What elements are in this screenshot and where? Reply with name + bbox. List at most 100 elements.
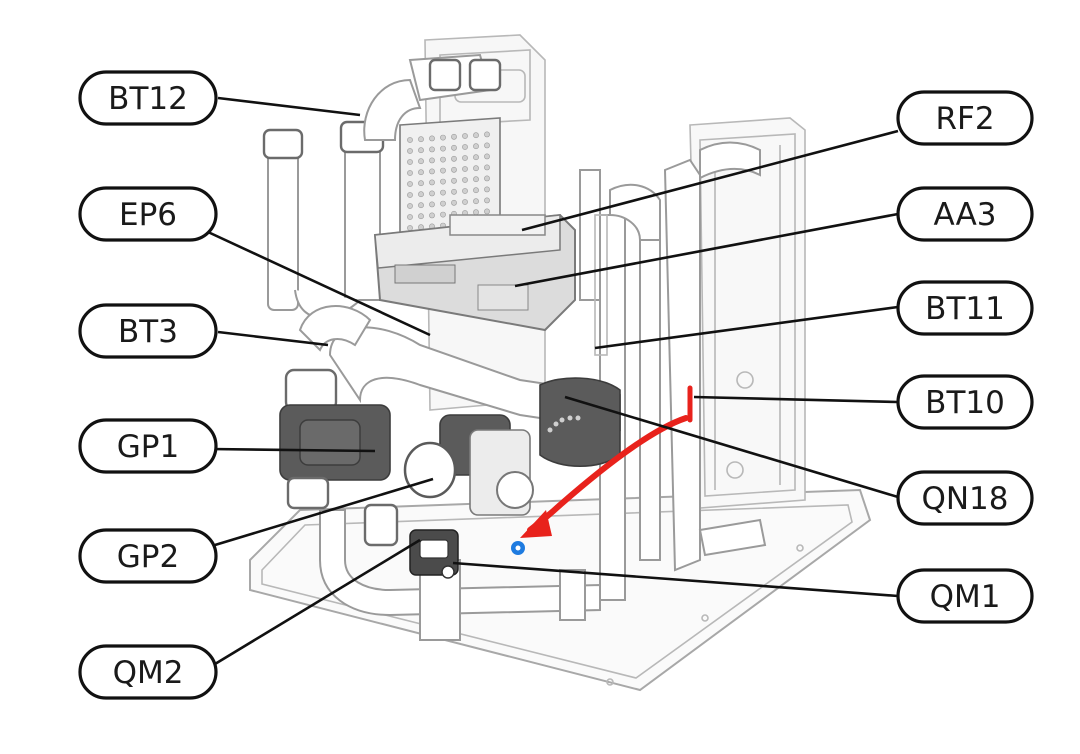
heatsink-fin xyxy=(407,137,413,143)
heatsink-fin xyxy=(440,200,446,207)
heatsink-fin xyxy=(429,135,435,142)
blue-marker-dot xyxy=(511,541,525,555)
heatsink-fin xyxy=(407,170,413,176)
heatsink-fin xyxy=(484,208,490,215)
heatsink-fin xyxy=(440,211,446,218)
heatsink-fin xyxy=(418,202,424,209)
red-annotation-arrow xyxy=(520,385,693,538)
right-heat-exchanger xyxy=(689,117,806,509)
heatsink-fin xyxy=(484,153,490,160)
heatsink-fin xyxy=(484,197,490,204)
heatsink-fin xyxy=(451,188,457,195)
label-qm2: QM2 xyxy=(78,644,218,700)
label-gp2-text: GP2 xyxy=(117,539,179,575)
heatsink-fin xyxy=(484,142,490,149)
heatsink-fin xyxy=(484,175,490,182)
heatsink-fin xyxy=(407,225,413,231)
heatsink-fin xyxy=(418,169,424,176)
heatsink-fin xyxy=(462,155,468,161)
heatsink-fin xyxy=(462,144,468,150)
label-gp2: GP2 xyxy=(78,528,218,584)
heatsink-fin xyxy=(418,147,424,154)
label-qm2-text: QM2 xyxy=(113,655,184,691)
heatsink-fin xyxy=(451,144,457,151)
label-bt10: BT10 xyxy=(896,374,1034,430)
heatsink-fin xyxy=(484,164,490,171)
label-aa3: AA3 xyxy=(896,186,1034,242)
heatsink-fin xyxy=(473,143,479,150)
heatsink-fin xyxy=(451,199,457,206)
lower-pipes xyxy=(319,503,767,641)
heatsink-fin xyxy=(484,186,490,193)
heatsink-fin xyxy=(473,209,479,216)
heatsink-fin xyxy=(484,131,490,138)
heatsink-fin xyxy=(440,156,446,163)
heatsink-fin xyxy=(429,146,435,153)
label-bt11-text: BT11 xyxy=(925,291,1005,327)
heatsink-fin xyxy=(429,157,435,164)
heatsink-fin xyxy=(451,155,457,162)
heatsink-fin xyxy=(418,213,424,220)
heatsink-fin xyxy=(429,201,435,208)
heatsink-fin xyxy=(407,148,413,154)
label-qn18-text: QN18 xyxy=(921,481,1008,517)
heatsink-fin xyxy=(407,192,413,198)
pump-gp2 xyxy=(403,414,534,516)
heatsink-fin xyxy=(407,203,413,209)
heatsink-fin xyxy=(451,133,457,140)
heatsink-fin xyxy=(407,159,413,165)
label-aa3-text: AA3 xyxy=(934,197,997,233)
heatsink-fin xyxy=(462,166,468,172)
heatsink-fin xyxy=(462,177,468,183)
right-pipes xyxy=(579,141,761,601)
label-bt12: BT12 xyxy=(78,70,218,126)
heatsink-fin xyxy=(473,165,479,172)
heatsink-fin xyxy=(451,177,457,184)
heatsink-fin xyxy=(429,168,435,175)
pump-gp1 xyxy=(279,368,391,510)
heatsink-fin xyxy=(473,198,479,205)
heatsink-fin xyxy=(440,145,446,152)
heatsink-fin xyxy=(440,167,446,174)
label-rf2-text: RF2 xyxy=(935,101,994,137)
label-qm1: QM1 xyxy=(896,568,1034,624)
heatsink-fin xyxy=(407,181,413,187)
heatsink-fin xyxy=(418,180,424,187)
heatsink-fin xyxy=(440,189,446,196)
heatsink-fin xyxy=(440,134,446,141)
label-bt12-text: BT12 xyxy=(108,81,188,117)
heatsink-fin xyxy=(473,154,479,161)
label-bt11: BT11 xyxy=(896,280,1034,336)
heatsink-fin xyxy=(451,166,457,173)
label-rf2: RF2 xyxy=(896,90,1034,146)
heat-pump-module-illustration xyxy=(249,34,872,692)
control-module-aa3 xyxy=(373,213,576,332)
left-pipes xyxy=(262,53,502,319)
label-bt10-text: BT10 xyxy=(925,385,1005,421)
heatsink-fin xyxy=(407,214,413,220)
heatsink-fin xyxy=(462,133,468,139)
heatsink-fin xyxy=(462,199,468,205)
heatsink-fin xyxy=(473,176,479,183)
heatsink-fin xyxy=(462,188,468,194)
leader-lines xyxy=(207,96,899,666)
label-ep6-text: EP6 xyxy=(119,197,177,233)
label-gp1-text: GP1 xyxy=(117,429,179,465)
heatsink-fin xyxy=(418,136,424,143)
valve-qm1-qm2 xyxy=(409,529,459,579)
heatsink-fin xyxy=(418,158,424,165)
label-qn18: QN18 xyxy=(896,470,1034,526)
heatsink-fin xyxy=(429,179,435,186)
label-gp1: GP1 xyxy=(78,418,218,474)
heatsink-fin xyxy=(429,212,435,219)
heatsink-fin xyxy=(473,132,479,139)
valve-actuator-qn18 xyxy=(539,377,621,468)
heatsink-fin xyxy=(440,178,446,185)
heatsink-fin xyxy=(429,190,435,197)
label-bt3: BT3 xyxy=(78,303,218,359)
label-qm1-text: QM1 xyxy=(930,579,1001,615)
heatsink-fin xyxy=(473,187,479,194)
label-ep6: EP6 xyxy=(78,186,218,242)
heatsink-fin xyxy=(418,191,424,198)
